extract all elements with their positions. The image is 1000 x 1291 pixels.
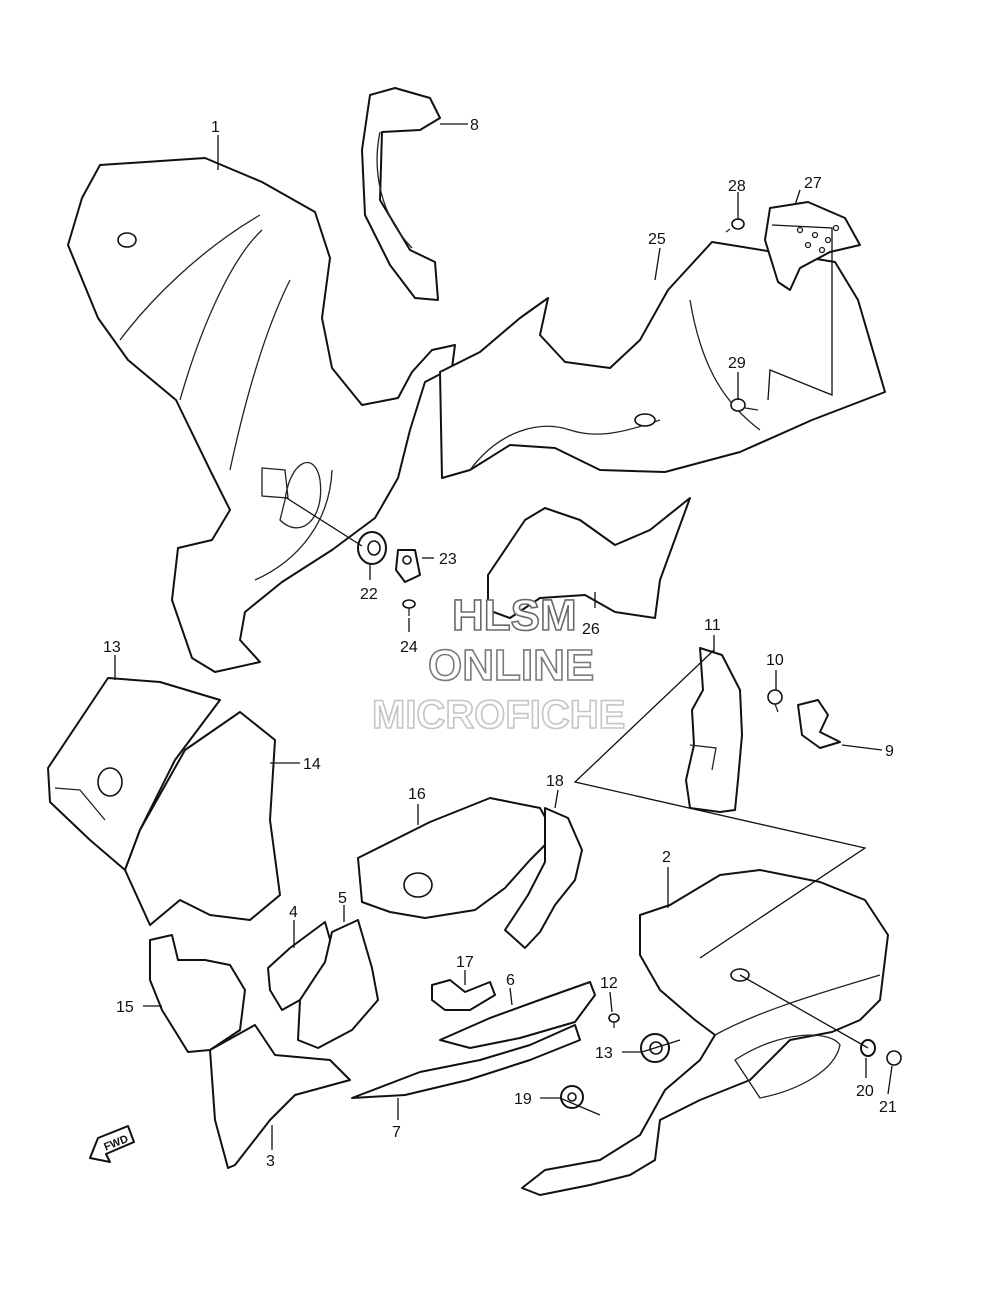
callout-25: 25 <box>648 231 666 248</box>
part-1-inner-cowling <box>67 157 456 673</box>
callout-10: 10 <box>766 652 784 669</box>
fwd-arrow: FWD <box>89 1125 135 1163</box>
part-22-grommet <box>357 531 387 565</box>
watermark-line-3: MICROFICHE <box>372 693 625 737</box>
callout-24: 24 <box>400 639 418 656</box>
callout-4: 4 <box>289 904 298 921</box>
part-13-panel <box>47 677 221 871</box>
part-19-grommet <box>560 1085 584 1109</box>
callout-22: 22 <box>360 586 378 603</box>
part-7-strip <box>351 1024 581 1099</box>
part-28-screw <box>725 218 745 233</box>
callout-13-upper: 13 <box>103 639 121 656</box>
callout-27: 27 <box>804 175 822 192</box>
watermark: HLSM ONLINE MICROFICHE <box>371 590 626 738</box>
callout-5: 5 <box>338 890 347 907</box>
callout-15: 15 <box>116 999 134 1016</box>
part-18-panel <box>504 807 583 949</box>
part-6-strip <box>439 981 596 1049</box>
part-12-screw <box>608 1013 620 1028</box>
callout-3: 3 <box>266 1153 275 1170</box>
callout-21: 21 <box>879 1099 897 1116</box>
part-10-screw <box>767 689 783 713</box>
callout-19: 19 <box>514 1091 532 1108</box>
part-23-clip <box>395 549 421 583</box>
callout-11: 11 <box>704 617 721 634</box>
part-9-bracket <box>797 699 841 749</box>
part-29-screw <box>730 398 759 412</box>
part-11-panel <box>685 647 743 813</box>
callout-14: 14 <box>303 756 321 773</box>
part-21-screw <box>886 1050 902 1066</box>
callout-6: 6 <box>506 972 515 989</box>
callout-13-lower: 13 <box>595 1045 613 1062</box>
watermark-line-1: HLSM <box>452 591 577 640</box>
callout-17: 17 <box>456 954 474 971</box>
part-8-duct <box>361 87 441 301</box>
part-3-lower-cover <box>209 1024 351 1169</box>
part-27-bracket <box>764 201 861 291</box>
callout-8: 8 <box>470 117 479 134</box>
part-16-panel <box>357 797 556 919</box>
callout-29: 29 <box>728 355 746 372</box>
part-15-cover <box>149 934 246 1053</box>
callout-1: 1 <box>211 119 220 136</box>
part-24-bolt <box>402 599 416 616</box>
callout-16: 16 <box>408 786 426 803</box>
part-17-pad <box>431 979 496 1011</box>
callout-20: 20 <box>856 1083 874 1100</box>
callout-26: 26 <box>582 621 600 638</box>
leader-lines <box>114 123 893 1150</box>
callout-labels: 1 2 3 4 5 6 7 8 9 10 11 12 13 13 14 15 1… <box>103 117 897 1170</box>
callout-2: 2 <box>662 849 671 866</box>
watermark-line-2: ONLINE <box>428 641 594 690</box>
callout-18: 18 <box>546 773 564 790</box>
part-14-panel <box>124 711 281 926</box>
part-5-cover <box>297 919 379 1049</box>
callout-23: 23 <box>439 551 457 568</box>
callout-9: 9 <box>885 743 894 760</box>
part-25-side-cowling <box>439 241 886 479</box>
part-26-inner-panel <box>487 497 691 619</box>
callout-7: 7 <box>392 1124 401 1141</box>
callout-12: 12 <box>600 975 618 992</box>
callout-28: 28 <box>728 178 746 195</box>
